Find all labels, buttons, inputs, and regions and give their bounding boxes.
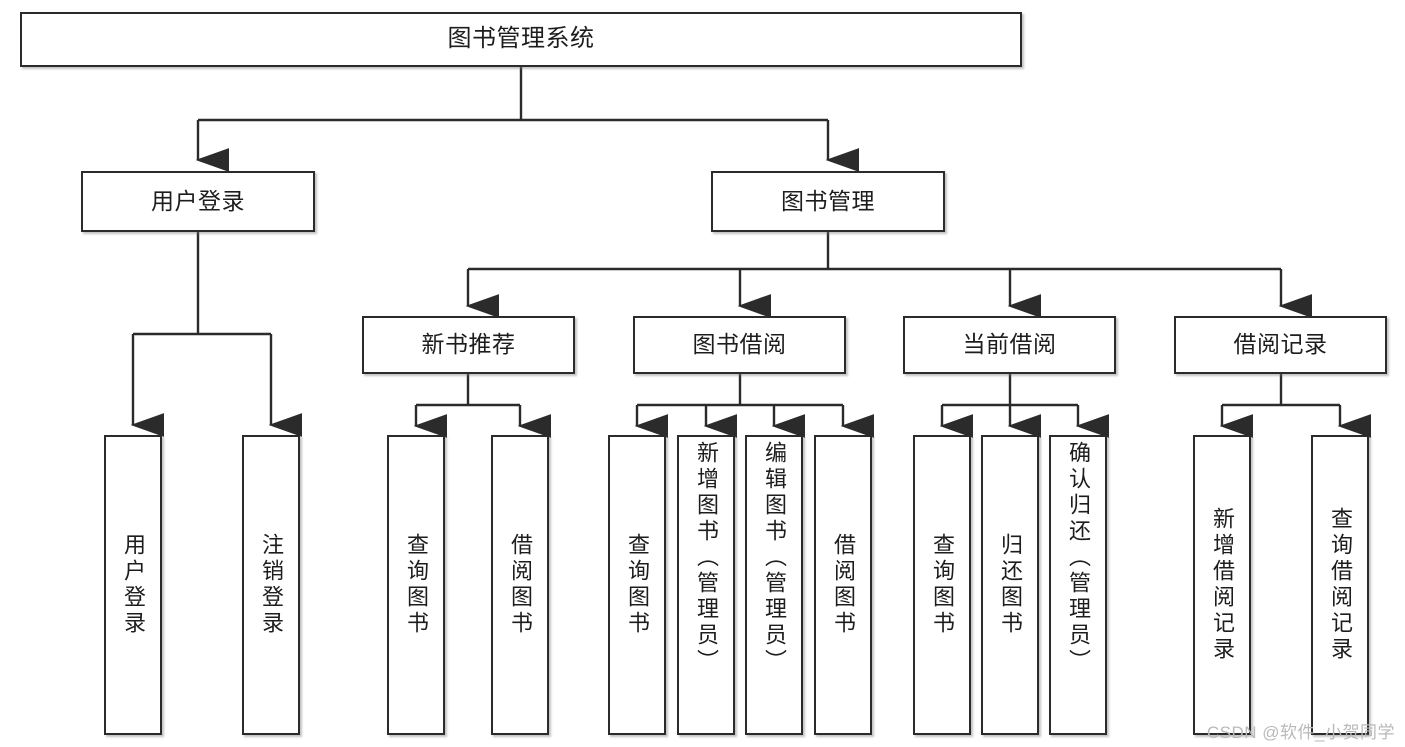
node-borrow-record[interactable]: 借阅记录 [1174,316,1387,374]
node-current-borrow[interactable]: 当前借阅 [903,316,1116,374]
node-label: 借阅图书 [831,533,856,637]
leaf-new-book-query-book[interactable]: 查询图书 [387,435,445,735]
node-label: 查询图书 [930,533,955,637]
node-label: 借阅图书 [508,533,533,637]
node-label: 注销登录 [259,533,284,637]
node-label: 当前借阅 [962,331,1057,358]
node-label: 查询图书 [404,533,429,637]
leaf-book-borrow-query-book[interactable]: 查询图书 [608,435,666,735]
leaf-current-borrow-query-book[interactable]: 查询图书 [913,435,971,735]
node-label: 借阅记录 [1233,331,1328,358]
node-label: 查询图书 [625,533,650,637]
leaf-book-borrow-borrow-book[interactable]: 借阅图书 [814,435,872,735]
node-book-management[interactable]: 图书管理 [711,171,945,232]
node-label: 查询借阅记录 [1328,507,1353,663]
leaf-user-login-logout[interactable]: 注销登录 [242,435,300,735]
node-book-borrow[interactable]: 图书借阅 [633,316,846,374]
node-label: 新增图书（管理员） [694,441,719,675]
leaf-new-book-borrow-book[interactable]: 借阅图书 [491,435,549,735]
node-label: 新增借阅记录 [1210,507,1235,663]
node-root-book-management-system[interactable]: 图书管理系统 [20,12,1022,67]
node-label: 图书管理 [781,187,875,214]
leaf-book-borrow-edit-book-admin[interactable]: 编辑图书（管理员） [745,435,803,735]
node-new-book-recommend[interactable]: 新书推荐 [362,316,575,374]
leaf-borrow-record-query-record[interactable]: 查询借阅记录 [1311,435,1369,735]
leaf-borrow-record-add-record[interactable]: 新增借阅记录 [1193,435,1251,735]
node-label: 图书借阅 [692,331,787,358]
leaf-user-login-login[interactable]: 用户登录 [104,435,162,735]
leaf-current-borrow-confirm-return-admin[interactable]: 确认归还（管理员） [1049,435,1107,735]
node-label: 归还图书 [998,533,1023,637]
node-label: 确认归还（管理员） [1066,441,1091,675]
node-user-login[interactable]: 用户登录 [81,171,315,232]
node-label: 图书管理系统 [447,25,595,53]
node-label: 用户登录 [151,187,245,214]
node-label: 编辑图书（管理员） [762,441,787,675]
leaf-book-borrow-add-book-admin[interactable]: 新增图书（管理员） [677,435,735,735]
leaf-current-borrow-return-book[interactable]: 归还图书 [981,435,1039,735]
node-label: 用户登录 [121,533,146,637]
node-label: 新书推荐 [421,331,516,358]
